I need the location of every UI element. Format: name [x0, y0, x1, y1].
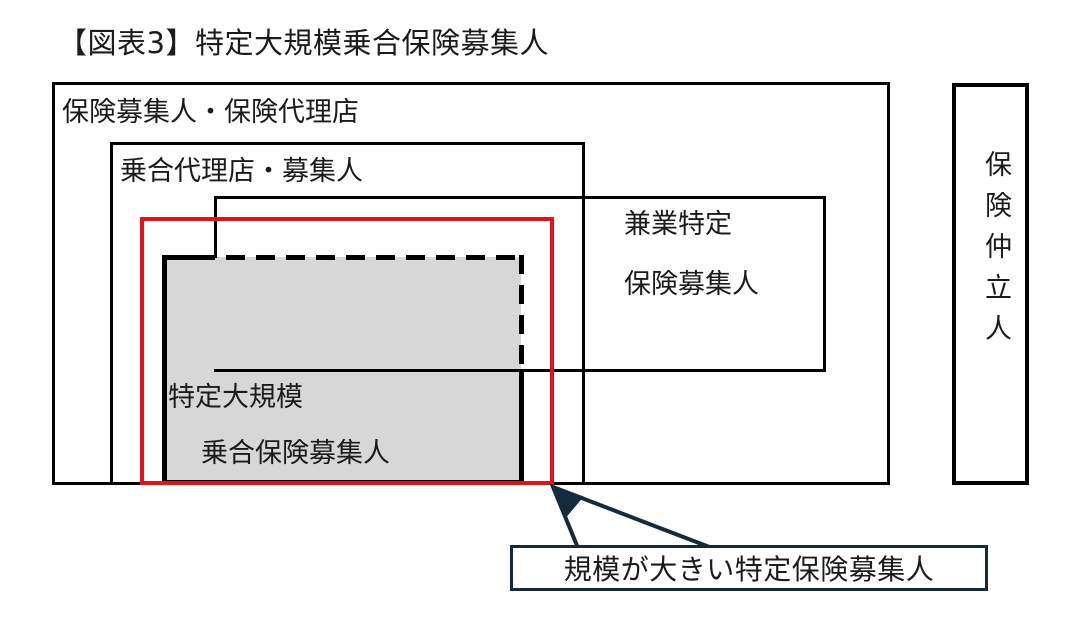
box-insurance-brokers — [952, 83, 1029, 485]
box-label-insurance-brokers: 保険仲立人 — [980, 150, 1011, 355]
shaded-region-upper — [165, 257, 521, 375]
mid-box-right-edge-overlay — [582, 372, 585, 485]
shaded-border-left — [162, 255, 167, 485]
shaded-label-line1: 特定大規模 — [168, 382, 303, 413]
box-label-insurance-solicitors-agencies: 保険募集人・保険代理店 — [62, 97, 359, 128]
page-title: 【図表3】特定大規模乗合保険募集人 — [58, 26, 549, 60]
callout-box-large-scale-note: 規模が大きい特定保険募集人 — [510, 545, 988, 591]
shaded-border-right-solid — [519, 370, 524, 485]
shaded-border-right-dashed — [519, 255, 524, 375]
shaded-border-top-left-solid — [162, 255, 198, 260]
box-red-highlight-large-scale — [140, 217, 554, 485]
shaded-region-lower — [165, 375, 521, 485]
box-label-multi-agency-solicitors: 乗合代理店・募集人 — [120, 156, 363, 187]
kengyo-left-edge-overlay — [214, 196, 217, 258]
kengyo-bottom-edge-overlay — [214, 369, 826, 372]
shaded-border-top-dashed — [196, 255, 524, 260]
box-label-side-business-line1: 兼業特定 — [624, 209, 732, 240]
callout-text: 規模が大きい特定保険募集人 — [563, 553, 935, 586]
shaded-label-line2: 乗合保険募集人 — [201, 438, 390, 469]
box-label-side-business-line2: 保険募集人 — [624, 269, 759, 300]
